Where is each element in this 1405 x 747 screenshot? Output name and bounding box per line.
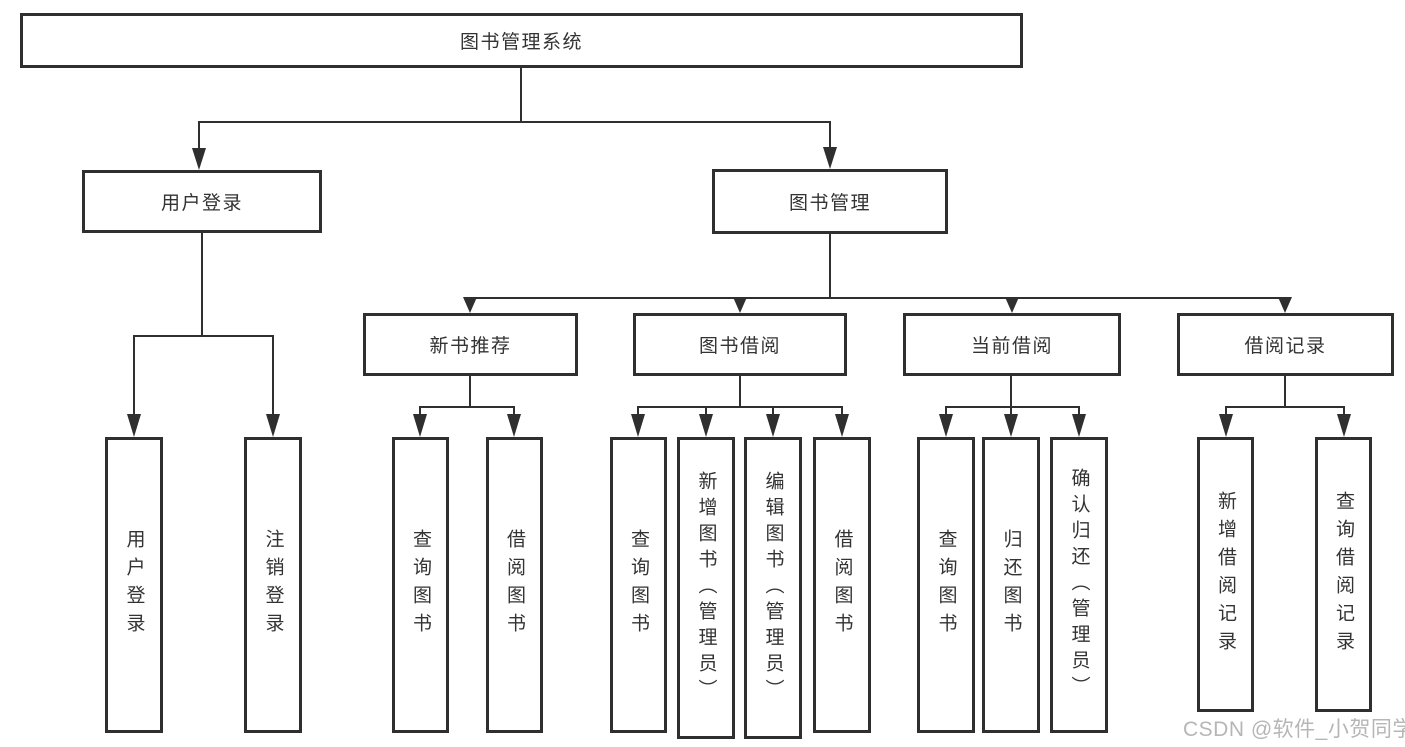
leaf-query-borrow-record: 查询借阅记录 <box>1315 437 1372 712</box>
connector-ul-drop-1 <box>133 335 135 417</box>
node-current-borrow-label: 当前借阅 <box>970 336 1053 357</box>
arrowhead-leaf-g4-2 <box>1004 414 1018 437</box>
arrowhead-book-mgmt <box>823 147 837 169</box>
connector-g2-drop-1 <box>419 406 421 416</box>
connector-g5-drop-2 <box>1343 406 1345 416</box>
connector-g3-drop-1 <box>637 406 639 416</box>
node-book-borrow-label: 图书借阅 <box>698 336 781 357</box>
csdn-watermark: CSDN @软件_小贺同学 <box>1183 718 1405 741</box>
leaf-query-books-2-label: 查询图书 <box>628 529 649 641</box>
node-book-mgmt: 图书管理 <box>712 169 948 234</box>
arrowhead-current-borrow <box>1005 297 1019 313</box>
leaf-edit-book-admin: 编辑图书（管理员） <box>744 437 802 739</box>
leaf-add-book-admin: 新增图书（管理员） <box>677 437 735 739</box>
node-new-book-rec-label: 新书推荐 <box>429 336 512 357</box>
connector-g4-branch <box>945 406 1080 408</box>
leaf-edit-book-admin-label: 编辑图书（管理员） <box>762 471 784 705</box>
connector-g3-branch <box>637 406 843 408</box>
leaf-borrow-books-2: 借阅图书 <box>813 437 871 733</box>
leaf-add-borrow-record: 新增借阅记录 <box>1197 437 1254 712</box>
connector-root-stem <box>520 68 522 121</box>
leaf-borrow-books-2-label: 借阅图书 <box>831 529 853 641</box>
leaf-user-login: 用户登录 <box>105 437 163 733</box>
node-borrow-records-label: 借阅记录 <box>1244 336 1327 357</box>
leaf-return-book-label: 归还图书 <box>1000 529 1022 641</box>
leaf-user-login-label: 用户登录 <box>123 529 145 641</box>
connector-bm-stem <box>829 234 831 299</box>
node-root-label: 图书管理系统 <box>459 32 583 53</box>
connector-g5-stem <box>1284 376 1286 407</box>
connector-ul-stem <box>201 233 203 337</box>
connector-ul-branch <box>133 335 274 337</box>
connector-drop-book-mgmt <box>829 121 831 149</box>
arrowhead-leaf-g3-1 <box>631 414 645 437</box>
leaf-query-borrow-record-label: 查询借阅记录 <box>1333 490 1354 659</box>
connector-g3-drop-2 <box>705 406 707 416</box>
arrowhead-leaf-g5-1 <box>1219 414 1233 437</box>
node-user-login-label: 用户登录 <box>160 193 243 214</box>
connector-ul-drop-2 <box>272 335 274 417</box>
node-book-mgmt-label: 图书管理 <box>788 193 871 214</box>
node-user-login: 用户登录 <box>82 170 322 233</box>
arrowhead-leaf-g1-2 <box>266 414 280 437</box>
arrowhead-leaf-g4-3 <box>1072 414 1086 437</box>
node-new-book-rec: 新书推荐 <box>363 313 578 376</box>
connector-g3-drop-4 <box>841 406 843 416</box>
leaf-add-book-admin-label: 新增图书（管理员） <box>695 471 717 705</box>
connector-g2-stem <box>469 376 471 407</box>
connector-bm-branch <box>469 297 1286 299</box>
connector-g2-drop-2 <box>513 406 515 416</box>
leaf-return-book: 归还图书 <box>982 437 1040 733</box>
node-borrow-records: 借阅记录 <box>1177 313 1394 376</box>
leaf-logout-label: 注销登录 <box>262 529 284 641</box>
leaf-confirm-return-admin-label: 确认归还（管理员） <box>1068 468 1090 702</box>
connector-g4-drop-1 <box>945 406 947 416</box>
arrowhead-leaf-g3-2 <box>699 414 713 437</box>
leaf-query-books-3: 查询图书 <box>917 437 975 733</box>
arrowhead-leaf-g2-2 <box>507 414 521 437</box>
leaf-add-borrow-record-label: 新增借阅记录 <box>1215 490 1236 659</box>
arrowhead-leaf-g3-4 <box>835 414 849 437</box>
connector-g2-branch <box>419 406 515 408</box>
leaf-query-books-3-label: 查询图书 <box>935 529 957 641</box>
leaf-query-books-1-label: 查询图书 <box>410 529 431 641</box>
leaf-query-books-1: 查询图书 <box>392 437 449 733</box>
connector-g5-drop-1 <box>1225 406 1227 416</box>
connector-drop-user-login <box>198 121 200 149</box>
arrowhead-leaf-g1-1 <box>127 414 141 437</box>
connector-g4-stem <box>1010 376 1012 407</box>
leaf-logout: 注销登录 <box>244 437 302 733</box>
arrowhead-leaf-g4-1 <box>939 414 953 437</box>
connector-g3-stem <box>739 376 741 407</box>
leaf-borrow-books-1: 借阅图书 <box>486 437 543 733</box>
leaf-confirm-return-admin: 确认归还（管理员） <box>1050 437 1108 733</box>
connector-g3-drop-3 <box>772 406 774 416</box>
leaf-query-books-2: 查询图书 <box>610 437 667 733</box>
leaf-borrow-books-1-label: 借阅图书 <box>504 529 525 641</box>
connector-root-branch <box>198 121 831 123</box>
connector-g4-drop-2 <box>1010 406 1012 416</box>
node-current-borrow: 当前借阅 <box>903 313 1121 376</box>
node-book-borrow: 图书借阅 <box>633 313 847 376</box>
arrowhead-leaf-g2-1 <box>413 414 427 437</box>
connector-g4-drop-3 <box>1078 406 1080 416</box>
arrowhead-new-book-rec <box>463 297 477 313</box>
arrowhead-book-borrow <box>733 297 747 313</box>
node-root: 图书管理系统 <box>20 13 1023 68</box>
arrowhead-user-login <box>192 148 206 170</box>
connector-g5-branch <box>1225 406 1345 408</box>
arrowhead-borrow-records <box>1278 297 1292 313</box>
arrowhead-leaf-g5-2 <box>1337 414 1351 437</box>
arrowhead-leaf-g3-3 <box>766 414 780 437</box>
